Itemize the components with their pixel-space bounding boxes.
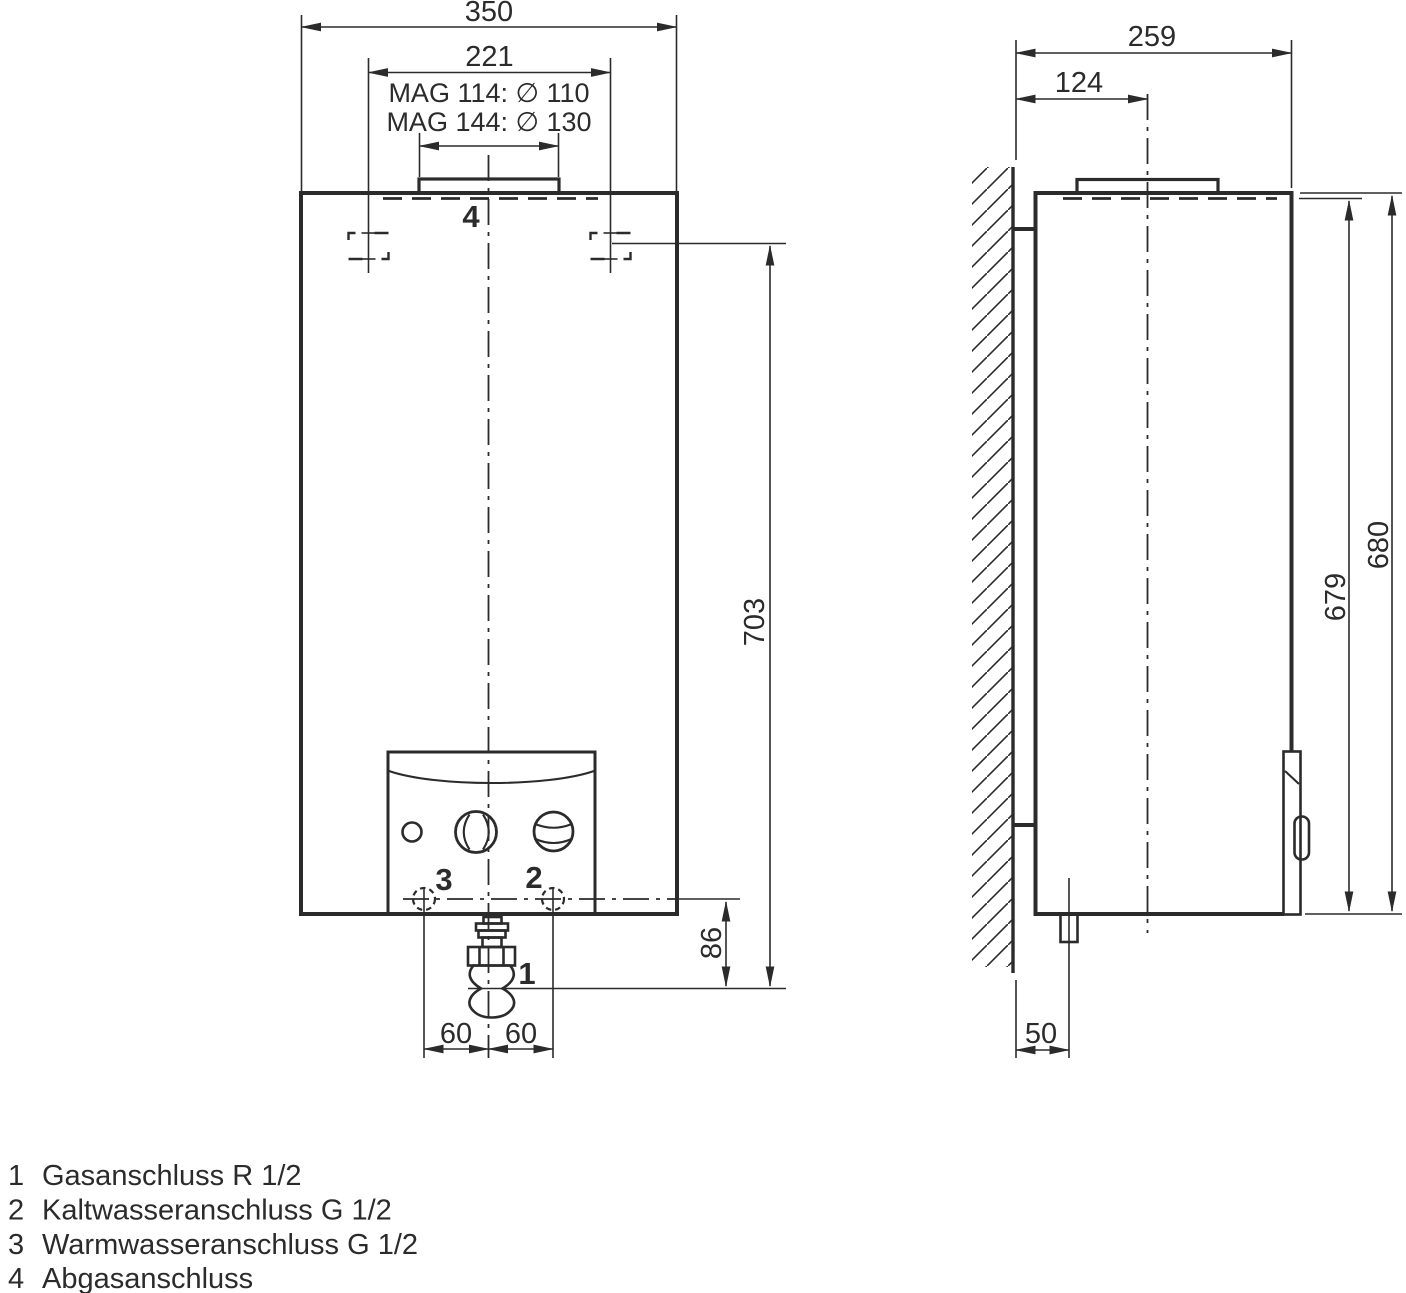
side-knob-profile (1293, 815, 1311, 861)
flue-note-mag144: MAG 144: ∅ 130 (386, 107, 591, 137)
legend-row-warm-water: 3 Warmwasseranschluss G 1/2 (8, 1229, 418, 1261)
dim-679-label: 679 (1320, 573, 1352, 621)
legend-num-1: 1 (8, 1160, 24, 1192)
callout-3-warm-water: 3 (435, 862, 452, 897)
legend-num-2: 2 (8, 1195, 24, 1227)
control-panel (386, 750, 597, 916)
pilot-indicator (401, 821, 423, 843)
front-view: 350 221 MAG 114: ∅ 110 MAG 144: ∅ 130 4 … (299, 0, 786, 1058)
legend-label-4: Abgasanschluss (42, 1263, 253, 1293)
callout-1-gas: 1 (518, 956, 535, 991)
flue-note-mag114: MAG 114: ∅ 110 (388, 78, 589, 108)
callout-2-cold-water: 2 (525, 860, 542, 895)
wall-hatching (972, 167, 1013, 967)
dim-221-label: 221 (465, 41, 513, 73)
gas-valve (466, 915, 517, 1019)
legend-num-3: 3 (8, 1229, 24, 1261)
legend-label-3: Warmwasseranschluss G 1/2 (42, 1229, 418, 1261)
dim-86-label: 86 (696, 927, 728, 959)
legend-row-flue: 4 Abgasanschluss (8, 1263, 253, 1293)
side-panel-profile (1282, 750, 1311, 916)
dim-60-right-label: 60 (505, 1018, 537, 1050)
dim-350-label: 350 (465, 0, 513, 28)
dim-680-label: 680 (1363, 521, 1395, 569)
dim-50-label: 50 (1025, 1018, 1057, 1050)
dim-703-label: 703 (739, 598, 771, 646)
side-casing-outline (1033, 191, 1294, 916)
legend: 1 Gasanschluss R 1/2 2 Kaltwasseranschlu… (8, 1160, 418, 1293)
dim-60-left-label: 60 (440, 1018, 472, 1050)
legend-label-1: Gasanschluss R 1/2 (42, 1160, 302, 1192)
legend-label-2: Kaltwasseranschluss G 1/2 (42, 1195, 392, 1227)
knob-left (454, 810, 498, 854)
knob-right (532, 810, 575, 853)
legend-row-cold-water: 2 Kaltwasseranschluss G 1/2 (8, 1195, 392, 1227)
legend-row-gas: 1 Gasanschluss R 1/2 (8, 1160, 302, 1192)
side-view: 259 124 679 680 50 (972, 21, 1402, 1058)
panel-styling-curve (388, 770, 595, 784)
dim-124-label: 124 (1055, 67, 1103, 99)
gas-cock-spigot (468, 964, 516, 1019)
legend-num-4: 4 (8, 1263, 24, 1293)
callout-4-flue: 4 (462, 199, 480, 234)
dim-259-label: 259 (1128, 21, 1176, 53)
